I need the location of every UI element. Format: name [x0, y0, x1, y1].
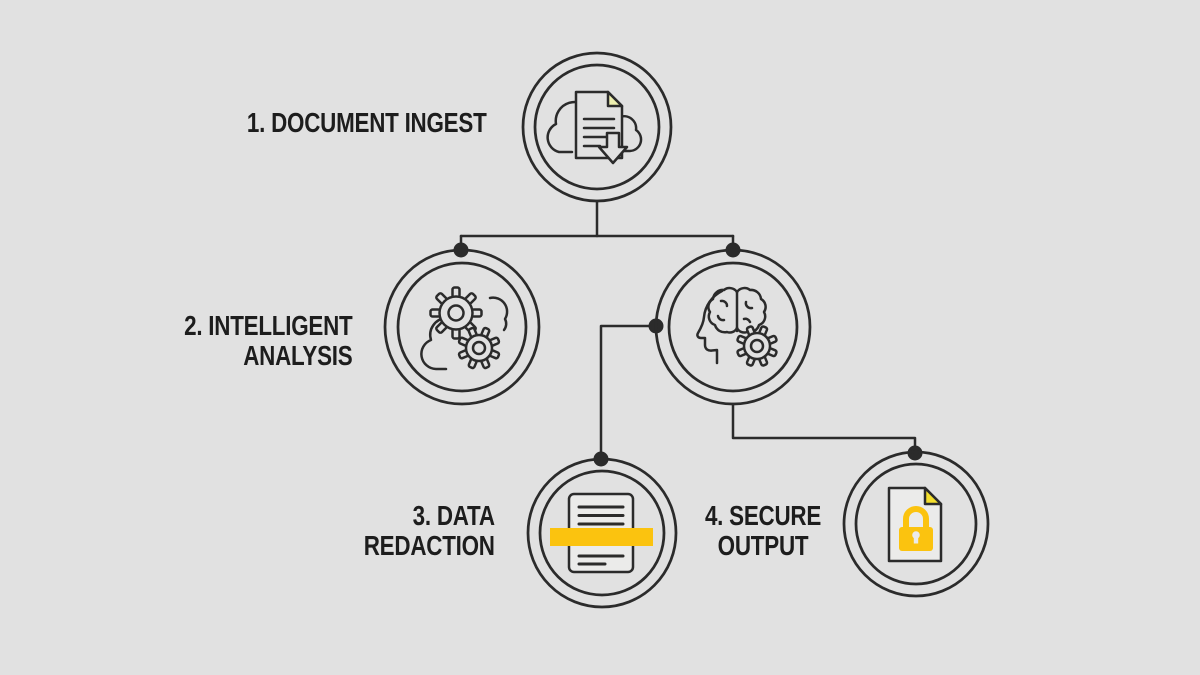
node-circle-brain: [654, 248, 812, 406]
node-inner-ring: [667, 261, 799, 393]
step-3-label: 3. DATA REDACTION: [364, 501, 495, 561]
node-inner-ring: [396, 261, 528, 393]
cloud-document-download-icon: [546, 90, 643, 165]
node-inner-ring: [538, 469, 666, 597]
connector-brain-to-lock: [731, 402, 917, 455]
node-inner-ring: [533, 63, 661, 191]
node-outer-ring: [842, 450, 990, 598]
connector-brain-to-redaction: [599, 324, 658, 461]
step-4-label-line2: OUTPUT: [717, 530, 809, 561]
node-outer-ring: [654, 248, 812, 406]
step-1-label: 1. DOCUMENT INGEST: [247, 108, 487, 138]
ai-brain-head-icon: [696, 286, 778, 367]
node-circle-ingest: [521, 51, 673, 203]
node-circle-gears: [383, 248, 541, 406]
padlock-shackle: [903, 506, 929, 530]
step-4-label: 4. SECURE OUTPUT: [683, 501, 843, 561]
step-4-label-line1: 4. SECURE: [704, 500, 822, 531]
step-3-label-line2: REDACTION: [364, 530, 495, 561]
node-outer-ring: [521, 51, 673, 203]
processing-gears-icon: [420, 286, 509, 371]
step-1-label-text: 1. DOCUMENT INGEST: [247, 107, 487, 138]
step-2-label-line1: 2. INTELLIGENT: [183, 310, 353, 341]
step-2-label: 2. INTELLIGENT ANALYSIS: [183, 310, 353, 371]
padlock-keyhole: [913, 536, 919, 544]
redaction-bar: [550, 528, 653, 546]
node-circle-redaction: [526, 457, 678, 609]
node-outer-ring: [383, 248, 541, 406]
connector-lines: [453, 199, 923, 467]
step-2-label-line2: ANALYSIS: [242, 340, 353, 371]
node-inner-ring: [854, 462, 978, 586]
redacted-document-icon: [550, 492, 653, 574]
node-circle-lock: [842, 450, 990, 598]
locked-document-icon: [887, 486, 943, 563]
step-3-label-line1: 3. DATA: [412, 500, 495, 531]
node-outer-ring: [526, 457, 678, 609]
